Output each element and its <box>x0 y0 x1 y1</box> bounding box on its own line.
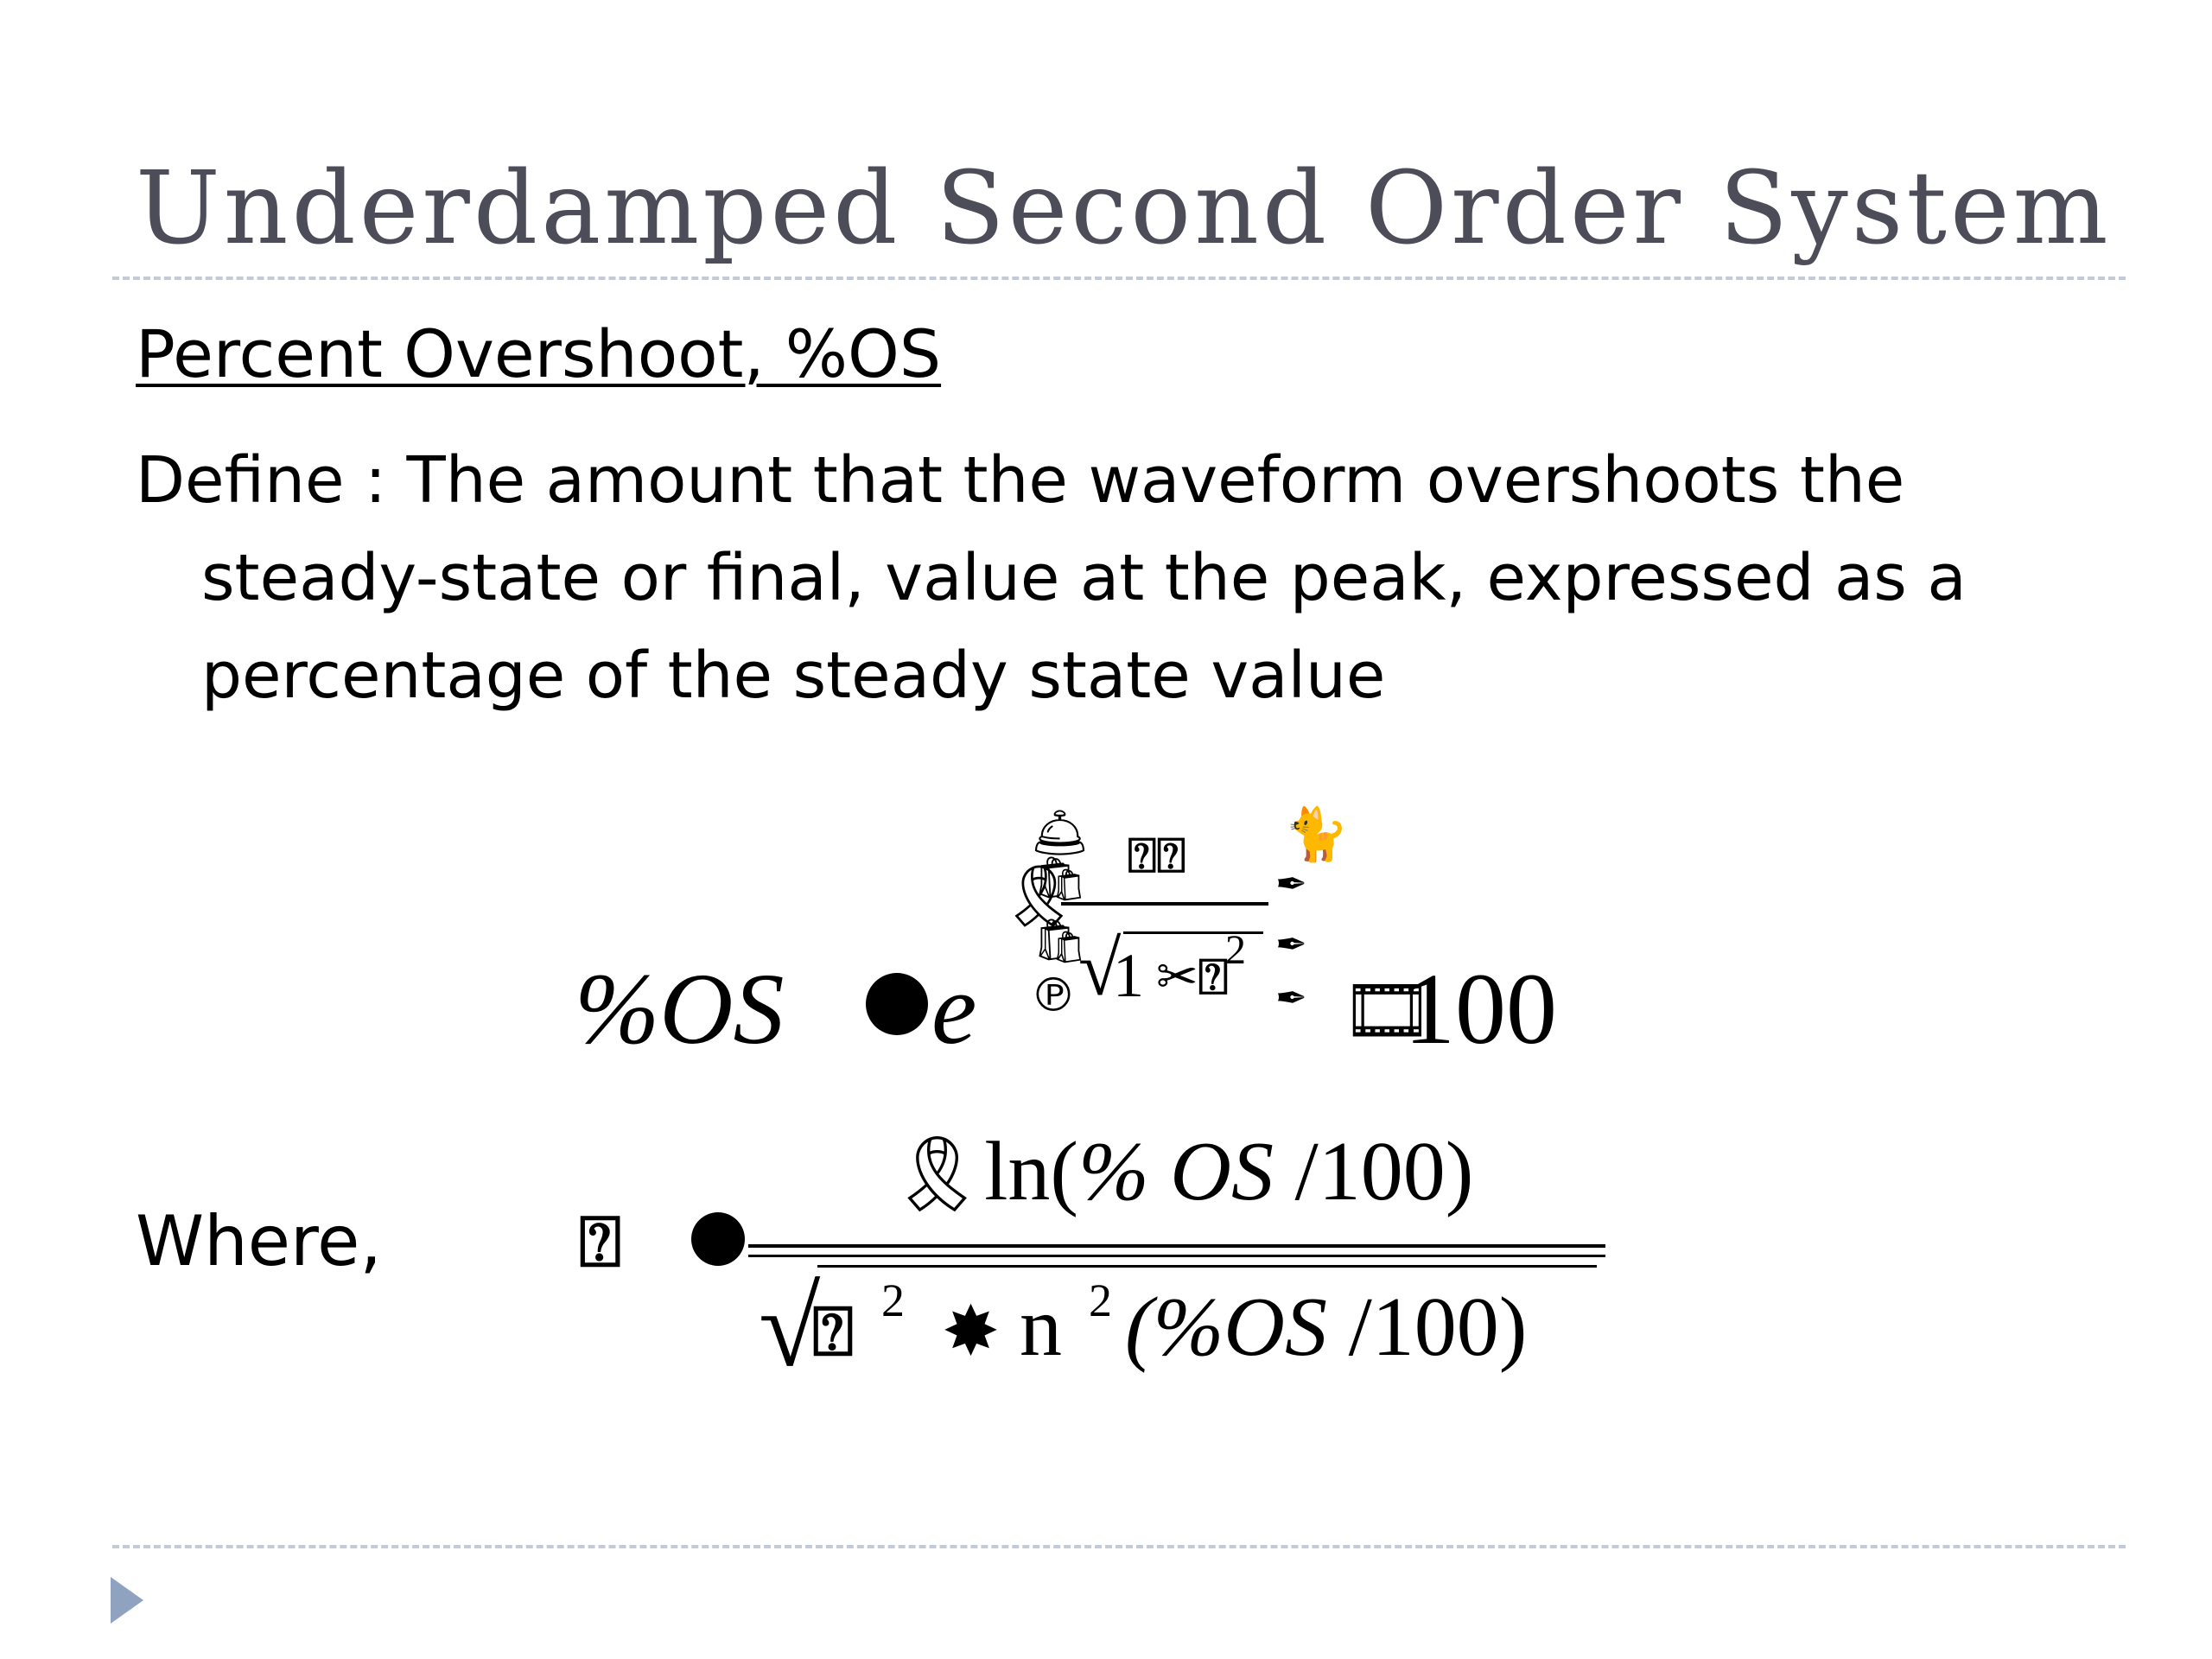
eq2-den-exp2: 2 <box>1089 1274 1112 1326</box>
eq2-num-pct: % <box>1078 1125 1171 1218</box>
pen-symbol-icon: ✒ <box>1275 862 1307 906</box>
section-heading: Percent Overshoot, %OS <box>136 315 942 392</box>
bags-symbol-icon-2: 🛍 <box>1033 916 1088 966</box>
bags-symbol-icon: 🛍 <box>1033 854 1088 904</box>
eq2-fraction-bar-2 <box>748 1255 1605 1257</box>
slide-title: Underdamped Second Order System <box>136 150 2112 267</box>
eq2-den-open: (% <box>1125 1281 1224 1374</box>
eq2-equals-symbol <box>691 1212 745 1266</box>
eq2-sqrt-bar <box>817 1265 1597 1268</box>
eq2-den-tail: /100) <box>1327 1281 1528 1374</box>
pen-symbol-icon-2: ✒ <box>1275 923 1307 967</box>
eq2-den-ln: n <box>1020 1281 1062 1374</box>
eq2-fraction-bar <box>748 1244 1605 1248</box>
eq2-den-exp: 2 <box>881 1274 905 1326</box>
exponent-fraction-bar <box>1061 902 1268 906</box>
sqrt-symbol: √ <box>1078 926 1122 1012</box>
eq1-radicand-one: 1 <box>1113 941 1144 1010</box>
play-arrow-icon <box>111 1577 143 1624</box>
sqrt-bar <box>1123 931 1263 934</box>
eq2-num-tail: /100) <box>1273 1125 1474 1218</box>
eq2-den-os: OS <box>1224 1281 1328 1374</box>
film-symbol-icon: 🎞 <box>1341 968 1433 1052</box>
bell-symbol-icon: 🛎 <box>1030 805 1090 860</box>
footer-divider <box>112 1545 2126 1548</box>
eq1-factor: 100 <box>1404 952 1557 1065</box>
eq1-exponent-two: 2 <box>1225 927 1246 973</box>
explosion-symbol-icon: ✸ <box>942 1291 1001 1371</box>
definition-text: Define : The amount that the waveform ov… <box>136 443 1967 713</box>
eq2-num-os: OS <box>1170 1125 1274 1218</box>
unknown-glyph-icon-2: ✂⍰ <box>1156 947 1229 1006</box>
zeta-placeholder-icon: ⍰ <box>579 1201 622 1283</box>
eq1-lhs: %OS <box>575 952 785 1065</box>
title-divider <box>112 276 2126 280</box>
eq2-sqrt-symbol: √ <box>759 1266 821 1390</box>
eq2-denominator-tail: (%OS /100) <box>1125 1279 1527 1376</box>
eq2-num-ln: ln( <box>984 1125 1079 1218</box>
circled-p-icon: ℗ <box>1030 968 1077 1022</box>
ribbon-symbol-icon: 🎗 <box>1001 861 1077 931</box>
unknown-glyph-icon: ⍰⍰ <box>1128 828 1186 884</box>
eq1-equals-symbol <box>866 973 928 1035</box>
pen-symbol-icon-3: ✒ <box>1275 976 1307 1020</box>
eq1-base: e <box>931 952 977 1065</box>
cat-symbol-icon: 🐈 <box>1284 804 1349 865</box>
where-label: Where, <box>136 1201 382 1281</box>
pi-placeholder-icon: ⍰ <box>812 1291 854 1371</box>
eq2-numerator: 🎗ln(% OS /100) <box>890 1123 1473 1220</box>
ribbon-minus-icon: 🎗 <box>890 1131 985 1217</box>
